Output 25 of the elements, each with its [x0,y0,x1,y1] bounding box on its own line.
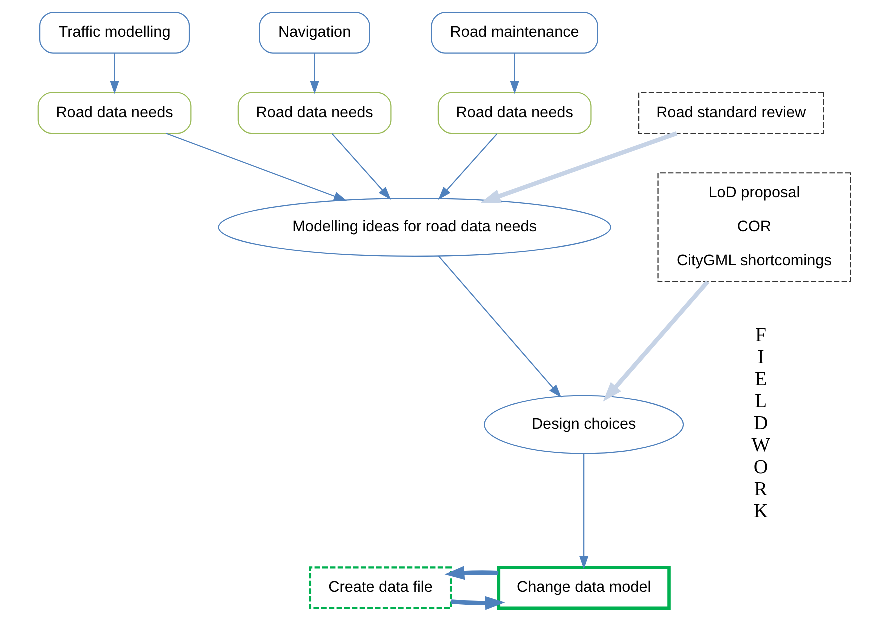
node-box: Road data needs [37,92,192,134]
arrow [438,133,498,200]
node-box: Road data needs [237,92,392,134]
node-ellipse: Design choices [484,395,684,454]
node-box: Navigation [258,12,370,54]
node-box: LoD proposal COR CityGML shortcomings [657,172,851,282]
node-box: Create data file [308,566,452,610]
node-box: Road standard review [638,92,824,134]
arrow [110,53,119,94]
arrow [310,53,319,94]
label: FIELDWORK [751,324,770,523]
arrow [166,133,347,202]
arrow [450,596,505,610]
node-box: Road data needs [437,92,592,134]
arrow [510,53,519,94]
arrow [438,256,562,398]
arrow [578,454,588,570]
node-box: Road maintenance [430,12,598,54]
arrow [480,132,678,203]
arrow [444,566,498,580]
arrow [331,133,391,200]
node-ellipse: Modelling ideas for road data needs [218,198,611,257]
node-box: Change data model [496,566,670,610]
node-box: Traffic modelling [39,12,190,54]
arrow [602,280,710,402]
